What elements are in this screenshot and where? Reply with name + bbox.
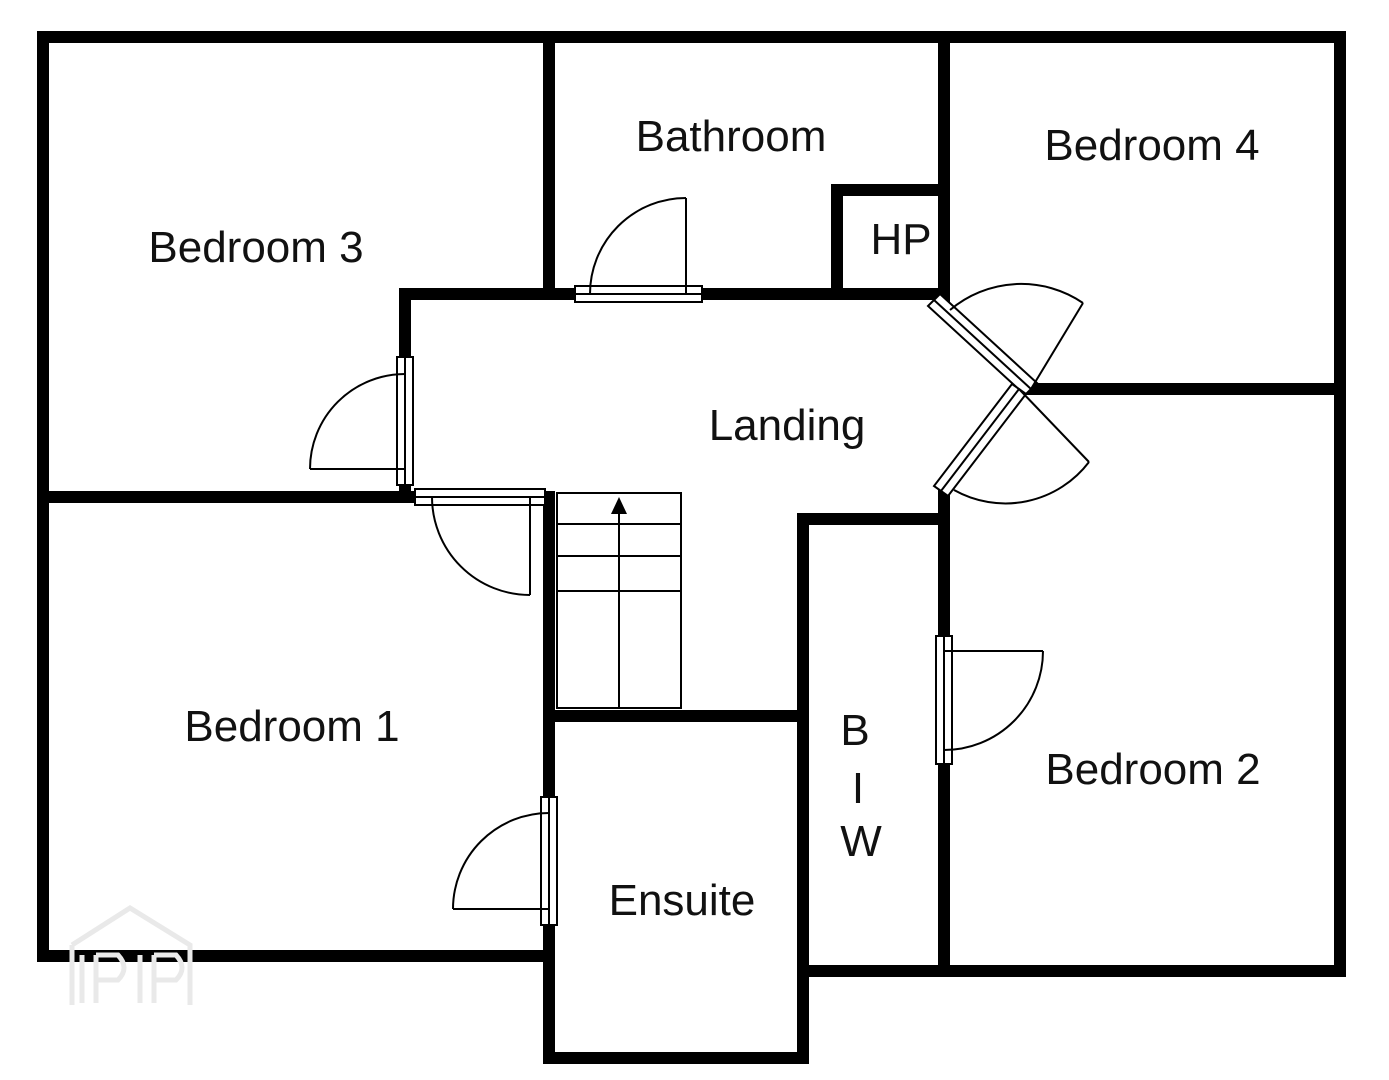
label-landing: Landing: [709, 401, 866, 450]
label-biw-b: B: [840, 706, 869, 755]
label-bathroom: Bathroom: [636, 112, 827, 161]
label-bedroom-2: Bedroom 2: [1045, 745, 1260, 794]
label-bedroom-3: Bedroom 3: [148, 223, 363, 272]
outer-walls: [37, 31, 1346, 1064]
door-bedroom-2-diagonal: [932, 382, 1090, 505]
door-bedroom-2: [935, 635, 1044, 765]
label-hp: HP: [870, 215, 931, 264]
door-ensuite: [452, 796, 558, 926]
interior-walls: [37, 31, 1346, 977]
door-bathroom: [574, 197, 703, 303]
staircase: [556, 492, 682, 709]
label-ensuite: Ensuite: [609, 876, 756, 925]
doors: [309, 197, 1090, 926]
door-bedroom-3: [309, 356, 414, 486]
label-biw-w: W: [840, 817, 882, 866]
room-labels: Bedroom 3 Bathroom Bedroom 4 HP Landing …: [148, 112, 1260, 925]
label-bedroom-1: Bedroom 1: [184, 702, 399, 751]
watermark-logo: [69, 905, 193, 1005]
door-bedroom-4: [926, 282, 1084, 397]
label-bedroom-4: Bedroom 4: [1044, 121, 1259, 170]
stair-arrow-icon: [611, 497, 627, 514]
door-bedroom-1: [414, 488, 546, 596]
label-biw-i: I: [852, 764, 864, 813]
